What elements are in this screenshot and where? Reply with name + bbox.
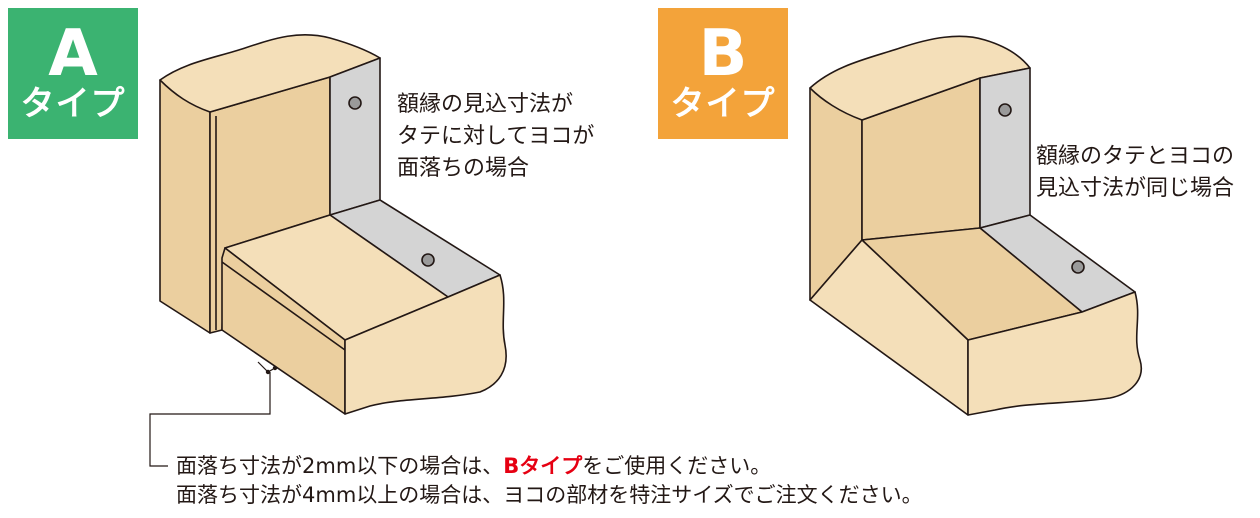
type-a-description: 額縁の見込寸法が タテに対してヨコが 面落ちの場合 — [397, 89, 594, 185]
type-a-description-line-1: 額縁の見込寸法が — [397, 92, 574, 117]
type-a-screw-bottom — [421, 253, 435, 267]
usage-note-type-b-highlight: Bタイプ — [503, 454, 583, 478]
type-b-description-line-2: 見込寸法が同じ場合 — [1036, 176, 1235, 201]
type-a-vertical-top — [159, 33, 381, 113]
usage-note-line-1-after: をご使用ください。 — [582, 454, 772, 478]
type-a-dimension-leader — [149, 361, 276, 467]
type-a-description-line-3: 面落ちの場合 — [397, 156, 530, 181]
type-b-screw-bottom — [1071, 260, 1085, 274]
type-a-badge-type: タイプ — [20, 83, 126, 124]
type-a-badge-letter: A — [48, 16, 98, 91]
type-a-screw-top — [348, 96, 362, 110]
type-b-badge-type: タイプ — [670, 83, 776, 124]
type-b-badge: B タイプ — [658, 8, 788, 139]
type-a-horizontal-end — [344, 274, 507, 415]
type-a-frame-illustration — [159, 33, 507, 415]
type-b-screw-top — [998, 103, 1012, 117]
usage-note: 面落ち寸法が2mm以下の場合は、Bタイプをご使用ください。 面落ち寸法が4mm以… — [176, 452, 923, 510]
usage-note-line-1: 面落ち寸法が2mm以下の場合は、Bタイプをご使用ください。 — [176, 452, 923, 481]
type-b-description: 額縁のタテとヨコの 見込寸法が同じ場合 — [1036, 141, 1234, 205]
type-b-bracket-vertical — [979, 67, 1031, 229]
type-a-horizontal-chamfer — [221, 261, 346, 351]
type-b-badge-letter: B — [698, 16, 748, 91]
type-a-vertical-edge-band — [159, 79, 211, 334]
usage-note-line-2: 面落ち寸法が4mm以上の場合は、ヨコの部材を特注サイズでご注文ください。 — [176, 483, 923, 507]
type-b-horizontal-end — [967, 291, 1143, 416]
type-b-frame-illustration — [809, 35, 1143, 416]
type-b-vertical-top — [809, 35, 1031, 121]
type-a-bracket-vertical — [329, 57, 381, 216]
type-a-description-line-2: タテに対してヨコが — [397, 124, 595, 149]
type-b-description-line-1: 額縁のタテとヨコの — [1036, 144, 1235, 169]
usage-note-line-1-before: 面落ち寸法が2mm以下の場合は、 — [176, 454, 504, 478]
type-a-badge: A タイプ — [8, 8, 138, 139]
